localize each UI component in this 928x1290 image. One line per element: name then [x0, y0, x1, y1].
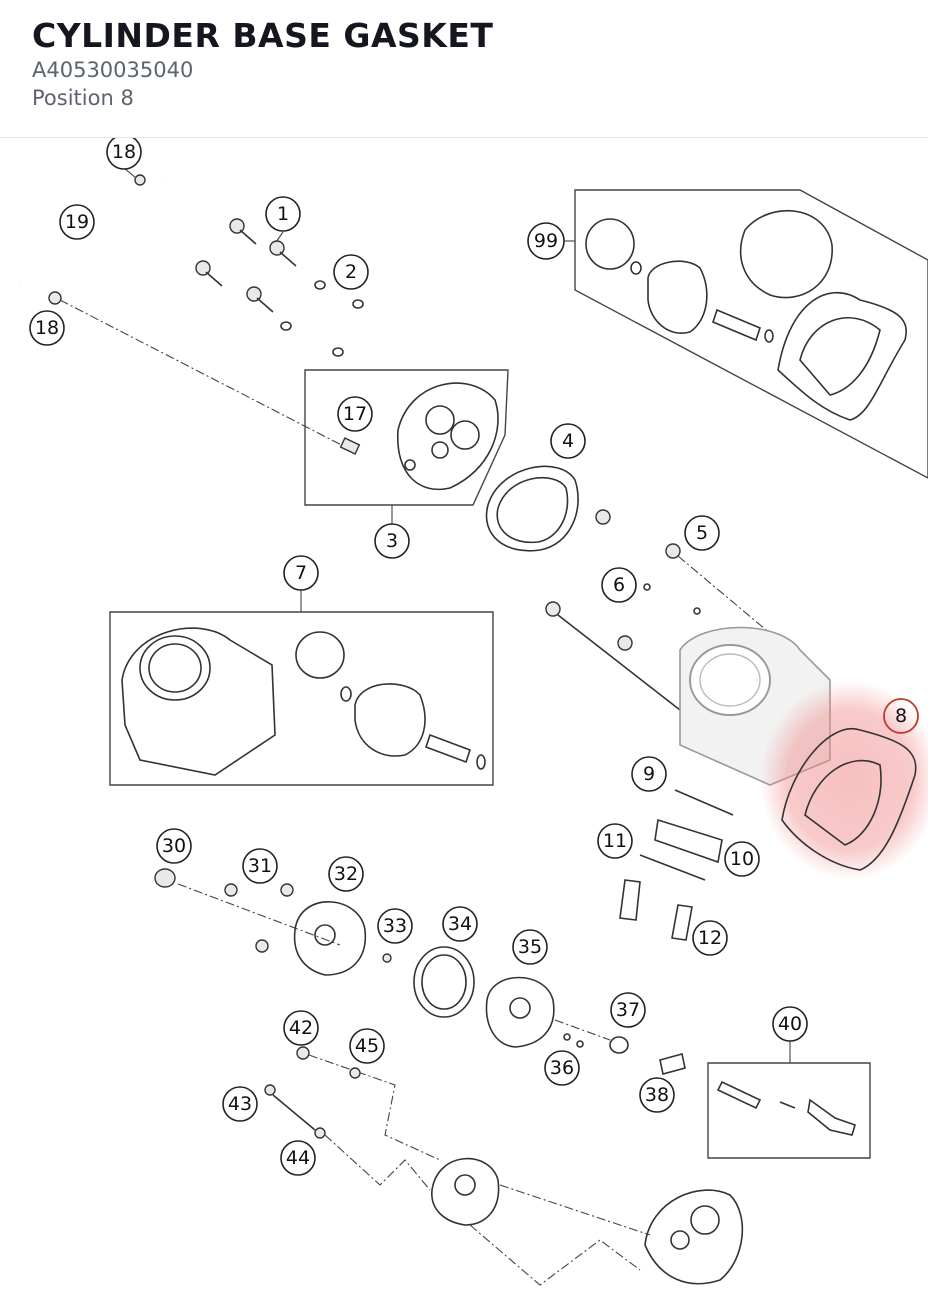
- svg-text:3: 3: [386, 530, 398, 552]
- breather-hose: [14, 174, 356, 453]
- callout-99[interactable]: 99: [527, 222, 565, 260]
- svg-text:5: 5: [696, 522, 708, 544]
- svg-text:2: 2: [345, 261, 357, 283]
- cylinder-base-gasket-highlight: [760, 680, 928, 880]
- callout-1[interactable]: 1: [265, 196, 301, 232]
- callout-45[interactable]: 45: [349, 1028, 385, 1064]
- callout-32[interactable]: 32: [328, 856, 364, 892]
- piston-kit-box: [574, 189, 928, 479]
- callout-33[interactable]: 33: [377, 908, 413, 944]
- svg-text:35: 35: [518, 936, 542, 958]
- studs-nuts: [545, 509, 791, 711]
- callout-34[interactable]: 34: [442, 906, 478, 942]
- callout-36[interactable]: 36: [544, 1050, 580, 1086]
- callout-43[interactable]: 43: [222, 1086, 258, 1122]
- svg-text:7: 7: [295, 562, 307, 584]
- callout-18-left[interactable]: 18: [29, 310, 65, 346]
- callout-44[interactable]: 44: [280, 1140, 316, 1176]
- callout-8-selected[interactable]: 8: [883, 698, 919, 734]
- svg-text:33: 33: [383, 915, 407, 937]
- svg-text:9: 9: [643, 763, 655, 785]
- svg-text:44: 44: [286, 1147, 310, 1169]
- callout-6[interactable]: 6: [601, 567, 637, 603]
- exhaust-control-assembly: [264, 1046, 744, 1286]
- callout-3[interactable]: 3: [374, 523, 410, 559]
- callout-9[interactable]: 9: [631, 756, 667, 792]
- callout-17[interactable]: 17: [337, 396, 373, 432]
- bolts-group: [195, 218, 364, 357]
- svg-text:40: 40: [778, 1013, 802, 1035]
- callout-35[interactable]: 35: [512, 929, 548, 965]
- cylinder-kit-box: [109, 611, 494, 786]
- svg-text:36: 36: [550, 1057, 574, 1079]
- svg-text:11: 11: [603, 830, 627, 852]
- svg-text:38: 38: [645, 1084, 669, 1106]
- valve-parts-box: [707, 1062, 871, 1159]
- svg-text:12: 12: [698, 927, 722, 949]
- svg-text:1: 1: [277, 203, 289, 225]
- callout-42[interactable]: 42: [283, 1010, 319, 1046]
- callout-7[interactable]: 7: [283, 555, 319, 591]
- svg-text:32: 32: [334, 863, 358, 885]
- svg-text:45: 45: [355, 1035, 379, 1057]
- svg-text:18: 18: [112, 141, 136, 163]
- callout-18-top[interactable]: 18: [106, 138, 142, 170]
- svg-text:30: 30: [162, 835, 186, 857]
- svg-text:99: 99: [534, 230, 558, 252]
- callout-10[interactable]: 10: [724, 841, 760, 877]
- part-position: Position 8: [32, 86, 134, 110]
- svg-text:4: 4: [562, 430, 574, 452]
- svg-text:37: 37: [616, 999, 640, 1021]
- svg-text:6: 6: [613, 574, 625, 596]
- callout-40[interactable]: 40: [772, 1006, 808, 1042]
- callout-37[interactable]: 37: [610, 992, 646, 1028]
- exploded-parts-diagram: 18 19 18 1 2 99 17 3 4 5 6 7 8 9 10 11 1…: [14, 138, 928, 1286]
- callout-2[interactable]: 2: [333, 254, 369, 290]
- svg-text:8: 8: [895, 705, 907, 727]
- callout-12[interactable]: 12: [692, 920, 728, 956]
- svg-text:17: 17: [343, 403, 367, 425]
- callout-11[interactable]: 11: [597, 823, 633, 859]
- callout-31[interactable]: 31: [242, 848, 278, 884]
- cylinder-head-box: [304, 369, 509, 506]
- bearing-parts: [619, 789, 734, 941]
- head-gasket: [485, 465, 579, 552]
- svg-text:31: 31: [248, 855, 272, 877]
- callout-5[interactable]: 5: [684, 515, 720, 551]
- callout-38[interactable]: 38: [639, 1077, 675, 1113]
- power-valve-assembly: [154, 868, 686, 1075]
- callout-19[interactable]: 19: [59, 204, 95, 240]
- part-number: A40530035040: [32, 58, 194, 82]
- svg-text:34: 34: [448, 913, 472, 935]
- callout-30[interactable]: 30: [156, 828, 192, 864]
- svg-text:18: 18: [35, 317, 59, 339]
- svg-text:19: 19: [65, 211, 89, 233]
- svg-text:43: 43: [228, 1093, 252, 1115]
- part-title: CYLINDER BASE GASKET: [32, 16, 494, 55]
- callout-4[interactable]: 4: [550, 423, 586, 459]
- header: CYLINDER BASE GASKET A40530035040 Positi…: [0, 0, 928, 138]
- svg-text:42: 42: [289, 1017, 313, 1039]
- svg-text:10: 10: [730, 848, 754, 870]
